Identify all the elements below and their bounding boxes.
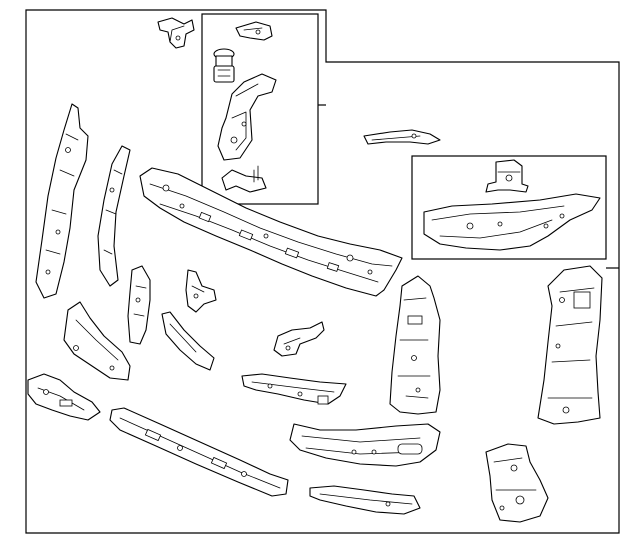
small-bracket-right	[185, 269, 217, 313]
air-deflector-bracket	[241, 373, 347, 405]
lower-support-panel	[289, 423, 441, 467]
radiator-support-left-upright	[35, 103, 89, 299]
wheelhouse-reinforcement	[423, 193, 601, 251]
apron-assembly-right	[537, 265, 603, 425]
strut-mount-bracket	[485, 159, 529, 193]
bump-stop	[213, 48, 235, 83]
corner-bracket-left	[27, 373, 101, 421]
front-bracket-left	[63, 301, 131, 381]
hinge-bracket-top	[235, 21, 273, 41]
hood-latch-support	[363, 129, 441, 145]
corner-bracket-right	[485, 443, 549, 523]
inset-box-apron	[411, 155, 607, 260]
outer-frame	[25, 9, 620, 534]
lower-deflector-panel	[309, 485, 421, 515]
hinge-base	[221, 165, 267, 193]
radiator-support-brace-left	[97, 145, 131, 287]
extension-panel-left	[273, 321, 325, 357]
inset-box-hinge	[201, 13, 319, 205]
lower-tie-bar	[109, 407, 289, 497]
radiator-support-right-upright	[389, 275, 441, 415]
brace-center	[161, 311, 215, 371]
hinge-arm	[217, 73, 277, 161]
upper-tie-bar	[139, 167, 403, 297]
hood-latch-bracket	[157, 17, 195, 49]
small-bracket-center	[127, 265, 151, 345]
